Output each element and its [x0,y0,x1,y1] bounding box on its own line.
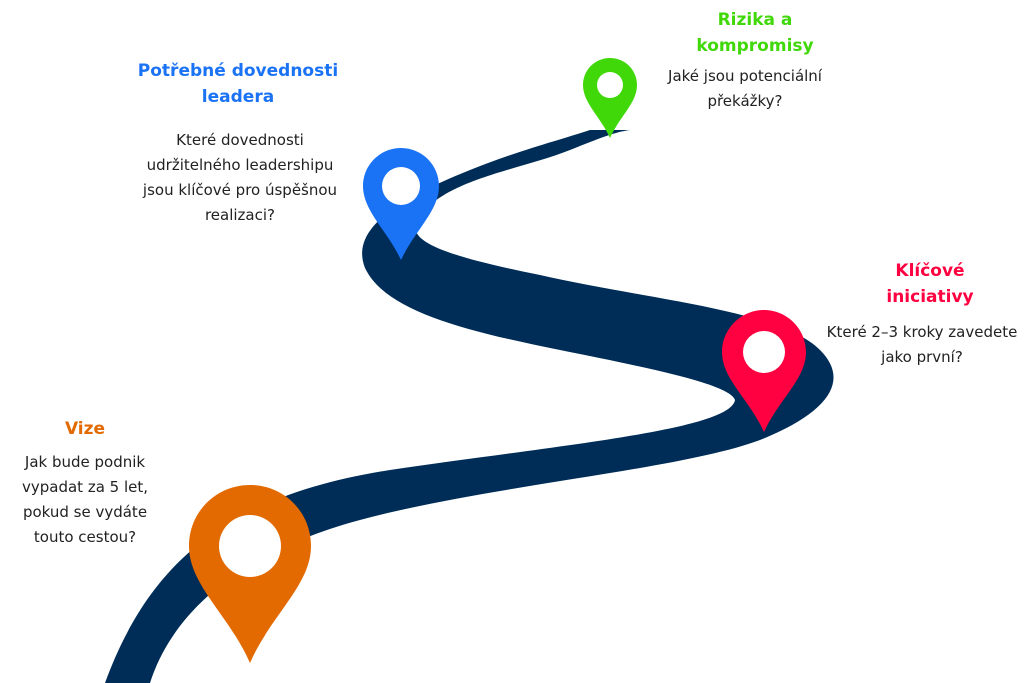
milestone-klicove-iniciativy-description: Které 2–3 kroky zavedete jako první? [826,323,1018,366]
green-map-pin-icon [583,58,637,138]
milestone-vize-title: Vize [64,419,106,439]
orange-map-pin-icon [189,485,311,663]
milestone-rizika-description: Jaké jsou potenciální překážky? [668,67,822,110]
milestone-rizika-title: Rizika a kompromisy [696,10,814,56]
milestone-vize-description: Jak bude podnik vypadat za 5 let, pokud … [21,453,149,546]
blue-map-pin-icon [363,148,439,260]
milestone-dovednosti-description: Které dovednosti udržitelného leadership… [142,131,338,224]
red-map-pin-icon [722,310,806,432]
milestone-klicove-iniciativy-title: Klíčové iniciativy [886,261,974,307]
milestone-dovednosti-title: Potřebné dovednosti leadera [137,61,339,107]
